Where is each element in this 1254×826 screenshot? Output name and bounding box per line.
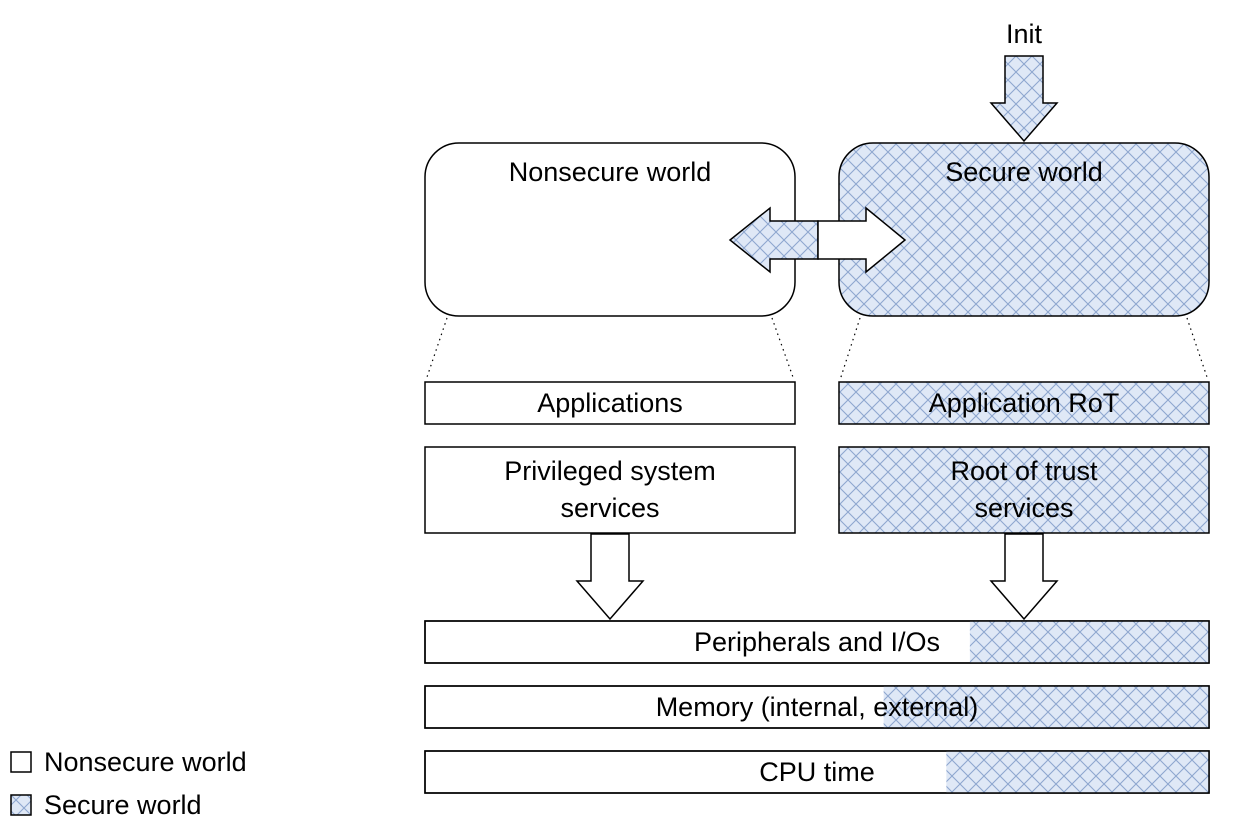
projection-lines <box>425 317 1209 381</box>
peripherals-label: Peripherals and I/Os <box>694 627 940 657</box>
peripherals-bar: Peripherals and I/Os <box>424 620 1210 664</box>
init-label: Init <box>1006 19 1043 49</box>
secure-world-box: Secure world <box>838 142 1210 317</box>
cpu-time-bar: CPU time <box>424 750 1210 794</box>
nonsecure-world-box: Nonsecure world <box>424 142 796 317</box>
application-rot-label: Application RoT <box>929 388 1120 418</box>
init-arrow <box>989 55 1059 143</box>
legend-secure-label: Secure world <box>44 790 202 820</box>
privileged-services-line2: services <box>560 493 659 523</box>
memory-label: Memory (internal, external) <box>656 692 979 722</box>
legend-nonsecure-swatch <box>10 751 32 773</box>
legend: Nonsecure world Secure world <box>10 747 247 820</box>
root-of-trust-services-box: Root of trust services <box>838 446 1210 534</box>
root-of-trust-line2: services <box>974 493 1073 523</box>
root-of-trust-line1: Root of trust <box>950 456 1098 486</box>
cpu-time-label: CPU time <box>759 757 875 787</box>
nonsecure-down-arrow <box>575 533 645 621</box>
privileged-services-box: Privileged system services <box>424 446 796 534</box>
secure-down-arrow <box>989 533 1059 621</box>
memory-bar: Memory (internal, external) <box>424 685 1210 729</box>
applications-box: Applications <box>424 381 796 425</box>
legend-secure-swatch <box>10 794 32 816</box>
legend-nonsecure-label: Nonsecure world <box>44 747 247 777</box>
applications-label: Applications <box>537 388 683 418</box>
privileged-services-line1: Privileged system <box>504 456 716 486</box>
world-switch-arrow <box>728 206 907 274</box>
application-rot-box: Application RoT <box>838 381 1210 425</box>
nonsecure-world-title: Nonsecure world <box>509 157 712 187</box>
secure-world-title: Secure world <box>945 157 1103 187</box>
